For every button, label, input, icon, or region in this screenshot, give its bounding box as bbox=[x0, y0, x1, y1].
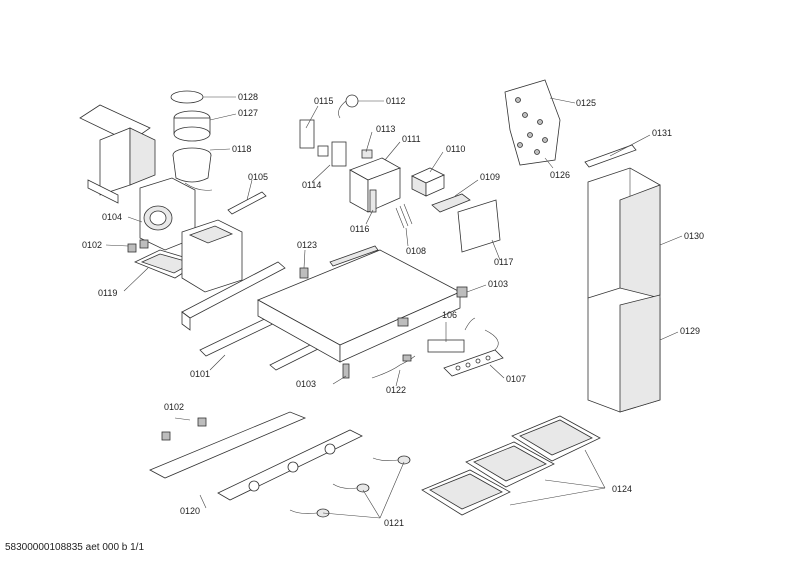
label-0117: 0117 bbox=[494, 257, 513, 267]
circuit-board-0109 bbox=[431, 193, 471, 213]
mounting-bracket-0104 bbox=[79, 104, 156, 204]
label-0113: 0113 bbox=[376, 124, 395, 134]
halogen-lamp-0121 bbox=[289, 455, 411, 518]
label-0124: 0124 bbox=[612, 484, 632, 494]
part-labels: 0128 0127 0118 0105 0104 0102 0119 0115 … bbox=[82, 92, 704, 528]
label-0121: 0121 bbox=[384, 518, 404, 528]
label-0112: 0112 bbox=[386, 96, 405, 106]
control-panel-0107 bbox=[443, 349, 504, 377]
label-0125: 0125 bbox=[576, 98, 596, 108]
label-0107: 0107 bbox=[506, 374, 526, 384]
lamp-socket-0112 bbox=[338, 94, 359, 119]
label-0123: 0123 bbox=[297, 240, 317, 250]
cover-plate-0117 bbox=[457, 199, 501, 253]
label-0101: 0101 bbox=[190, 369, 210, 379]
label-0131: 0131 bbox=[652, 128, 672, 138]
label-106: 106 bbox=[442, 310, 457, 320]
capacitor-0116 bbox=[369, 189, 377, 213]
label-0129: 0129 bbox=[680, 326, 700, 336]
label-0108: 0108 bbox=[406, 246, 426, 256]
label-0102-lower: 0102 bbox=[164, 402, 184, 412]
label-0111: 0111 bbox=[402, 134, 421, 144]
blower-housing-0104 bbox=[139, 177, 196, 251]
label-0130: 0130 bbox=[684, 231, 704, 241]
installation-template-0125 bbox=[504, 79, 561, 166]
label-0128: 0128 bbox=[238, 92, 258, 102]
label-0127: 0127 bbox=[238, 108, 258, 118]
transformer-0110 bbox=[411, 167, 445, 197]
label-0105: 0105 bbox=[248, 172, 268, 182]
clip-0103 bbox=[456, 286, 468, 298]
mounting-clip-0102 bbox=[127, 239, 149, 253]
label-0120: 0120 bbox=[180, 506, 200, 516]
switch-0115 bbox=[299, 119, 315, 149]
duct-adapter-0118 bbox=[172, 147, 213, 191]
label-0103-upper: 0103 bbox=[488, 279, 508, 289]
label-0116: 0116 bbox=[350, 224, 369, 234]
duct-collar-0127 bbox=[173, 110, 211, 142]
label-0119: 0119 bbox=[98, 288, 117, 298]
label-0102-upper: 0102 bbox=[82, 240, 102, 250]
hood-body bbox=[257, 245, 461, 379]
document-footer: 58300000108835 aet 000 b 1/1 bbox=[5, 542, 145, 553]
label-0104: 0104 bbox=[102, 212, 122, 222]
leader-lines bbox=[105, 96, 683, 519]
clip-0123 bbox=[299, 267, 309, 279]
label-0122: 0122 bbox=[386, 385, 406, 395]
label-0115: 0115 bbox=[314, 96, 333, 106]
filter-strip-0105 bbox=[227, 191, 267, 215]
rail-bracket-0101 bbox=[181, 261, 286, 331]
grease-filters-0124 bbox=[421, 415, 601, 516]
label-0103-lower: 0103 bbox=[296, 379, 316, 389]
clip-0102-lower bbox=[161, 417, 207, 441]
lamp-panel-0120 bbox=[149, 411, 363, 501]
lower-chimney-0129 bbox=[587, 287, 661, 413]
control-cable-106 bbox=[427, 317, 499, 353]
label-0126: 0126 bbox=[550, 170, 570, 180]
upper-chimney-0130 bbox=[587, 167, 661, 311]
wiring-harness-0108 bbox=[395, 203, 413, 229]
capacitor-bracket-0114 bbox=[317, 141, 347, 167]
side-panel bbox=[181, 219, 243, 293]
duct-ring-0128 bbox=[170, 90, 204, 104]
label-0114: 0114 bbox=[302, 180, 321, 190]
label-0118: 0118 bbox=[232, 144, 251, 154]
wiring-0122 bbox=[371, 354, 416, 379]
terminal-0113 bbox=[361, 149, 373, 159]
label-0110: 0110 bbox=[446, 144, 465, 154]
label-0109: 0109 bbox=[480, 172, 500, 182]
